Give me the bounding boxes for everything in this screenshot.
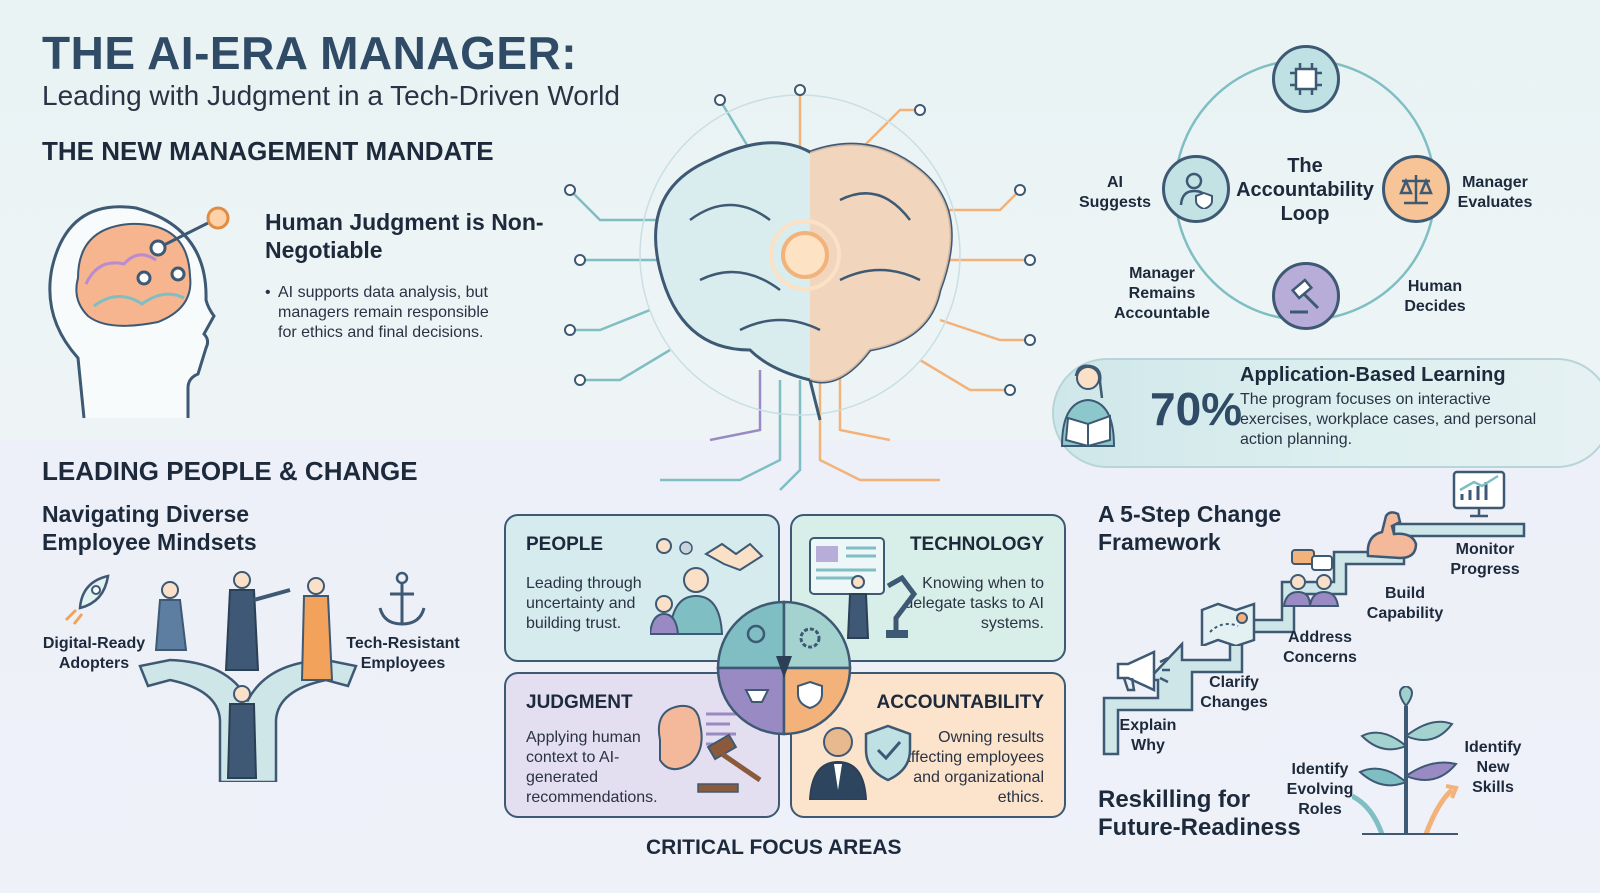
mandate-bullet-text: AI supports data analysis, but managers … bbox=[278, 284, 489, 341]
step-5-label: Monitor Progress bbox=[1450, 541, 1520, 578]
step-4-label: Build Capability bbox=[1366, 585, 1444, 622]
shield-check-icon bbox=[808, 724, 912, 800]
bullet-dot: • bbox=[265, 284, 271, 301]
loop-manager-remains: Manager Remains Accountable bbox=[1113, 265, 1210, 322]
panel-people: PEOPLE Leading through uncertainty and b… bbox=[504, 514, 780, 662]
staircase-illustration bbox=[1102, 522, 1526, 756]
learning-text: The program focuses on interactive exerc… bbox=[1240, 391, 1537, 448]
handshake-icon bbox=[650, 538, 764, 635]
learning-percent: 70% bbox=[1150, 383, 1243, 435]
people-change-heading: Navigating Diverse Employee Mindsets bbox=[42, 501, 257, 555]
panel-judgment-text: Applying human context to AI-generated r… bbox=[526, 729, 658, 806]
diverging-paths-illustration bbox=[138, 571, 358, 782]
mandate-heading: Human Judgment is Non-Negotiable bbox=[265, 209, 544, 263]
loop-human-decides: Human Decides bbox=[1404, 278, 1466, 315]
brain-gavel-icon bbox=[658, 704, 762, 793]
panel-accountability-title: ACCOUNTABILITY bbox=[876, 692, 1044, 713]
step-1-label: Explain Why bbox=[1119, 717, 1177, 754]
page-subtitle: Leading with Judgment in a Tech-Driven W… bbox=[42, 80, 620, 111]
reader-icon bbox=[1060, 364, 1116, 448]
scales-icon bbox=[1382, 155, 1450, 223]
reskilling-left-label: Identify Evolving Roles bbox=[1286, 761, 1354, 818]
loop-center-label: The Accountability Loop bbox=[1236, 155, 1374, 225]
panel-accountability-text: Owning results affecting employees and o… bbox=[901, 729, 1044, 806]
learning-heading: Application-Based Learning bbox=[1240, 364, 1506, 386]
panel-people-title: PEOPLE bbox=[526, 534, 604, 555]
chip-icon bbox=[1272, 45, 1340, 113]
reskilling-heading: Reskilling for Future-Readiness bbox=[1098, 786, 1301, 841]
learning-pill bbox=[1052, 358, 1600, 468]
robot-arm-icon bbox=[809, 537, 918, 639]
circuit-brain-icon bbox=[564, 84, 1036, 491]
framework-heading: A 5-Step Change Framework bbox=[1098, 501, 1282, 555]
panel-technology-text: Knowing when to delegate tasks to AI sys… bbox=[904, 575, 1044, 632]
shield-person-icon bbox=[1162, 155, 1230, 223]
focus-caption: CRITICAL FOCUS AREAS bbox=[646, 836, 902, 859]
page-title: THE AI-ERA MANAGER: bbox=[42, 27, 578, 79]
rocket-icon bbox=[64, 574, 110, 625]
megaphone-icon bbox=[1116, 650, 1170, 692]
gavel-icon bbox=[1272, 262, 1340, 330]
people-change-section-title: LEADING PEOPLE & CHANGE bbox=[42, 456, 418, 486]
map-icon bbox=[1200, 602, 1256, 646]
digital-ready-label: Digital-Ready Adopters bbox=[42, 635, 146, 672]
reskilling-right-label: Identify New Skills bbox=[1464, 739, 1522, 796]
mandate-section-title: THE NEW MANAGEMENT MANDATE bbox=[42, 136, 494, 166]
panel-people-text: Leading through uncertainty and building… bbox=[526, 575, 642, 632]
chart-monitor-icon bbox=[1452, 470, 1506, 518]
loop-manager-evaluates: Manager Evaluates bbox=[1457, 174, 1533, 211]
focus-quad-circle bbox=[716, 600, 852, 736]
tech-resistant-label: Tech-Resistant Employees bbox=[346, 635, 460, 672]
chat-people-icon bbox=[1282, 549, 1340, 607]
anchor-icon bbox=[378, 571, 426, 626]
panel-judgment-title: JUDGMENT bbox=[526, 692, 633, 713]
panel-technology-title: TECHNOLOGY bbox=[909, 534, 1044, 555]
loop-ai-suggests: AI Suggests bbox=[1078, 174, 1151, 211]
step-2-label: Clarify Changes bbox=[1200, 674, 1268, 711]
step-3-label: Address Concerns bbox=[1283, 629, 1357, 666]
muscle-icon bbox=[1366, 511, 1418, 560]
head-brain-icon bbox=[48, 205, 230, 419]
sprout-icon bbox=[1352, 686, 1459, 835]
